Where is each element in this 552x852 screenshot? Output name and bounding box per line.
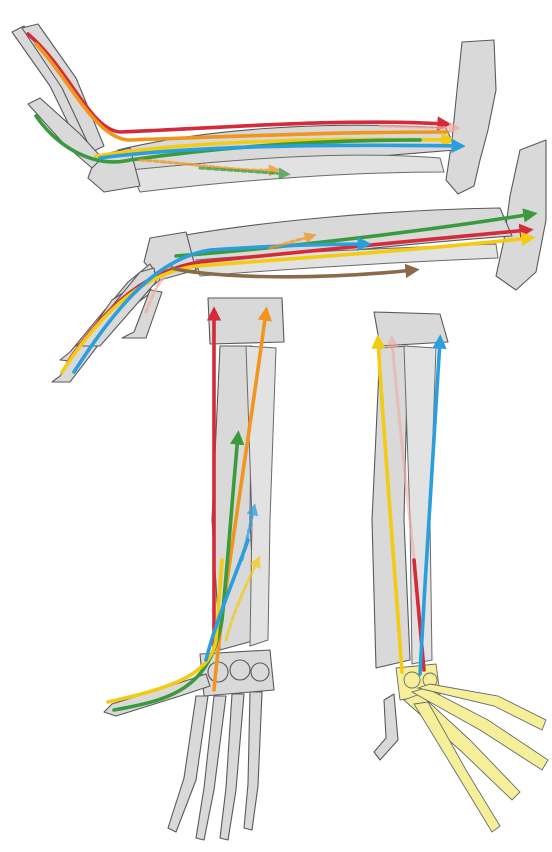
forearm-palmar-view-illustration — [372, 312, 548, 832]
forelimb-lateral-view-illustration — [12, 24, 496, 194]
forearm-dorsal-view-illustration — [104, 298, 284, 840]
